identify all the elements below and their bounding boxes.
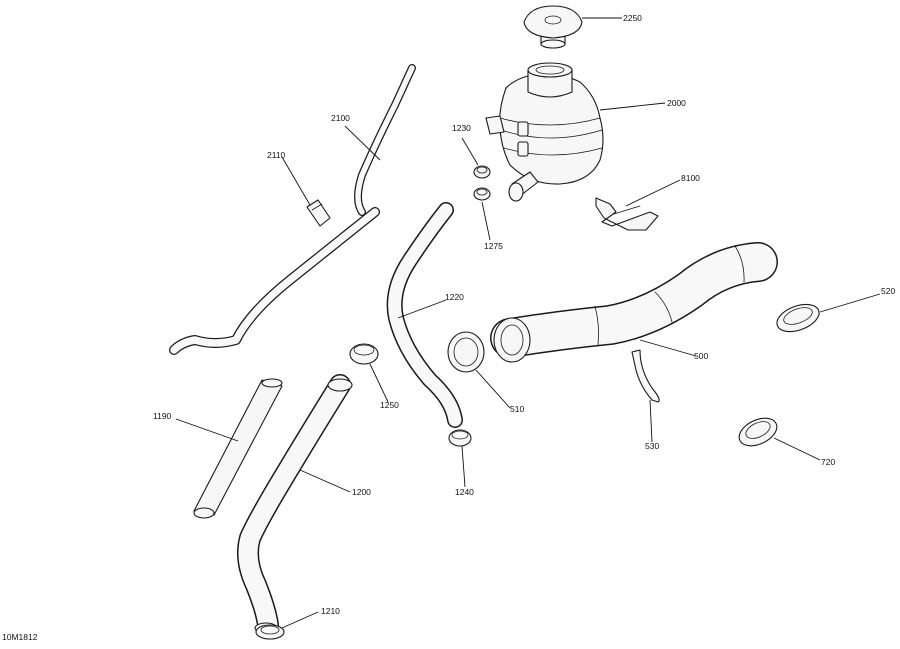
callout-1275: 1275 bbox=[484, 241, 503, 251]
clamp-1230[interactable] bbox=[473, 165, 491, 179]
leader-lines bbox=[175, 17, 881, 629]
callout-1210: 1210 bbox=[321, 606, 340, 616]
callout-510: 510 bbox=[510, 404, 524, 414]
callout-1230: 1230 bbox=[452, 123, 471, 133]
connector-2110[interactable] bbox=[306, 199, 331, 227]
callout-8100: 8100 bbox=[681, 173, 700, 183]
clamp-1250[interactable] bbox=[349, 343, 379, 365]
callout-1240: 1240 bbox=[455, 487, 474, 497]
hose-2100[interactable] bbox=[169, 64, 416, 355]
callout-500: 500 bbox=[694, 351, 708, 361]
clamp-520[interactable] bbox=[773, 299, 823, 337]
figure-id: 10M1812 bbox=[2, 632, 38, 642]
callout-1220: 1220 bbox=[445, 292, 464, 302]
callout-2250: 2250 bbox=[623, 13, 642, 23]
tube-1190[interactable] bbox=[193, 378, 283, 519]
callout-520: 520 bbox=[881, 286, 895, 296]
callout-2100: 2100 bbox=[331, 113, 350, 123]
hose-1220[interactable] bbox=[386, 202, 463, 428]
clamp-1275[interactable] bbox=[473, 187, 491, 201]
callout-2110: 2110 bbox=[267, 150, 286, 160]
clamp-1210[interactable] bbox=[255, 624, 285, 640]
pressure-cap-2250[interactable] bbox=[523, 5, 583, 49]
clamp-720[interactable] bbox=[735, 413, 781, 452]
bracket-8100[interactable] bbox=[595, 197, 659, 231]
clamp-1240[interactable] bbox=[448, 429, 472, 447]
hose-500[interactable] bbox=[490, 242, 778, 363]
callout-1190: 1190 bbox=[153, 411, 172, 421]
clamp-510[interactable] bbox=[447, 331, 485, 373]
callout-530: 530 bbox=[645, 441, 659, 451]
callout-720: 720 bbox=[821, 457, 835, 467]
expansion-tank-2000[interactable] bbox=[485, 62, 604, 202]
callout-1200: 1200 bbox=[352, 487, 371, 497]
strap-530[interactable] bbox=[631, 349, 660, 403]
callout-1250: 1250 bbox=[380, 400, 399, 410]
callout-2000: 2000 bbox=[667, 98, 686, 108]
